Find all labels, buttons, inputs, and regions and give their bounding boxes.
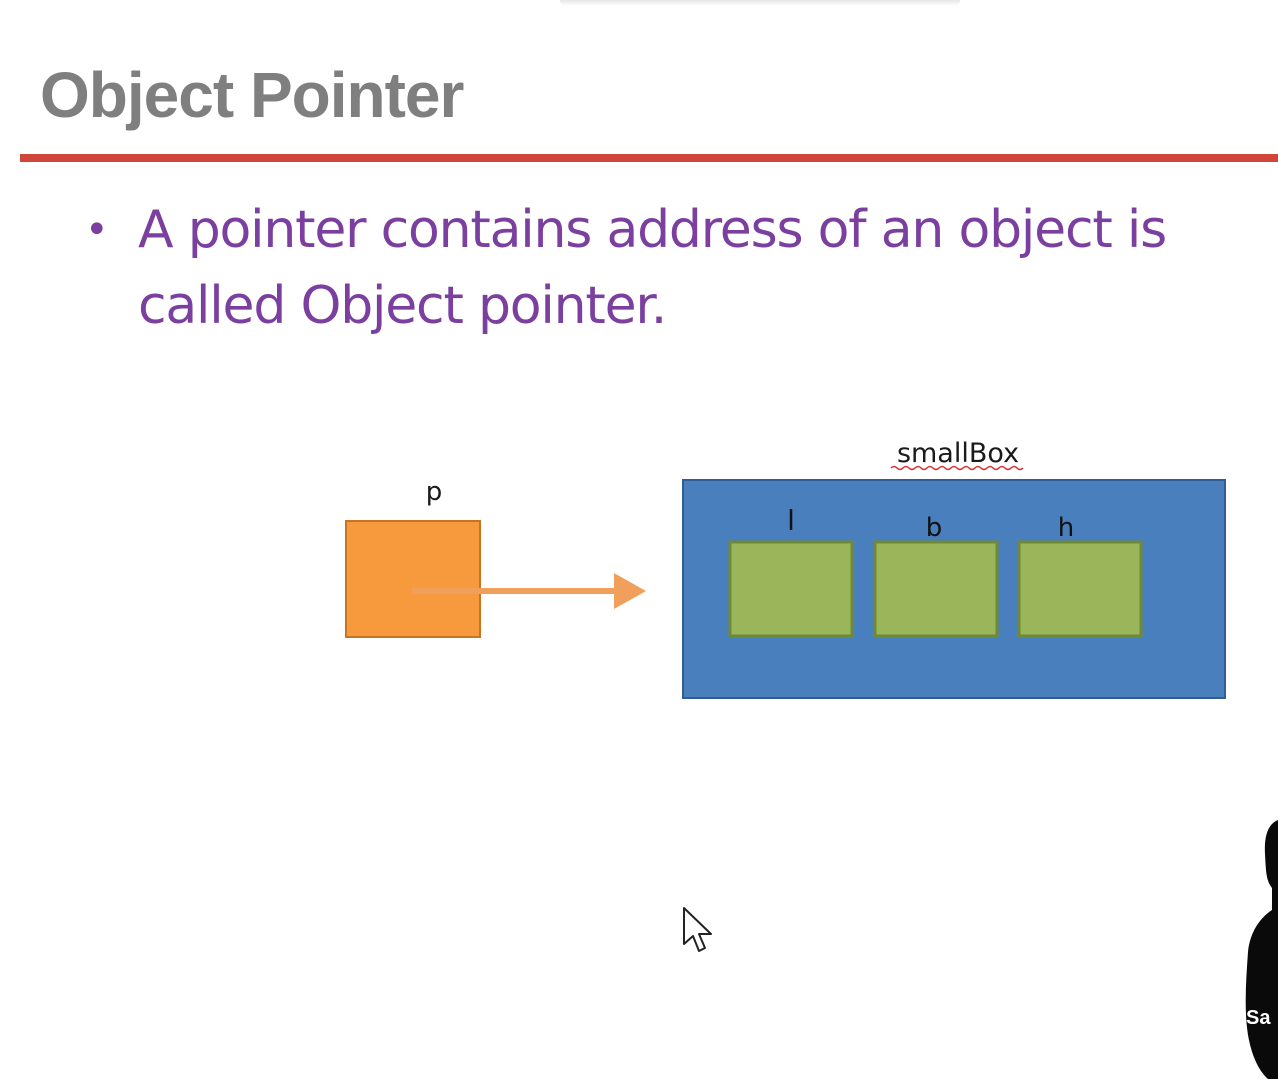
bullet-icon: • bbox=[85, 207, 109, 253]
member-box-h bbox=[1017, 540, 1143, 638]
bullet-item: A pointer contains address of an object … bbox=[138, 200, 1167, 336]
member-label-h: h bbox=[1058, 513, 1074, 543]
mouse-pointer-icon bbox=[683, 907, 712, 952]
slide-title: Object Pointer bbox=[40, 59, 464, 131]
spellcheck-squiggle bbox=[890, 465, 1024, 471]
member-box-l bbox=[728, 540, 854, 638]
top-edge-shadow bbox=[560, 0, 960, 6]
pointer-arrow-head bbox=[614, 573, 646, 609]
object-label: smallBox bbox=[897, 438, 1019, 469]
pointer-box bbox=[345, 520, 481, 638]
member-label-b: b bbox=[926, 513, 943, 543]
presenter-silhouette: Sa bbox=[1245, 820, 1278, 1079]
object-box bbox=[682, 479, 1226, 699]
pointer-label: p bbox=[426, 477, 443, 507]
presenter-badge-text: Sa bbox=[1246, 1007, 1271, 1029]
member-label-l: l bbox=[787, 504, 795, 537]
title-underline bbox=[20, 154, 1278, 162]
member-box-b bbox=[873, 540, 999, 638]
